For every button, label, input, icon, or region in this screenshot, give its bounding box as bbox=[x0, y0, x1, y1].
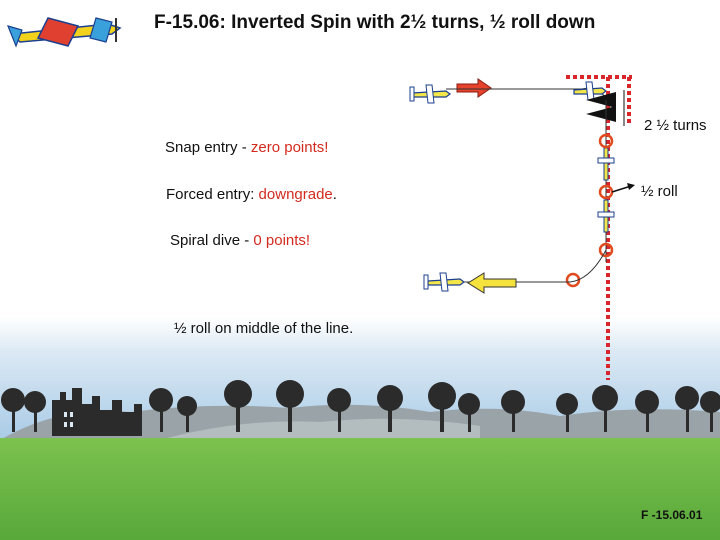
tree-silhouette-icon bbox=[377, 385, 403, 432]
tree-silhouette-icon bbox=[428, 382, 456, 432]
small-plane-icon bbox=[597, 147, 615, 181]
castle-ruin-icon bbox=[52, 388, 142, 436]
tree-silhouette-icon bbox=[177, 396, 197, 432]
snap-entry-highlight: zero points! bbox=[250, 139, 329, 156]
forced-entry-highlight: downgrade bbox=[258, 186, 333, 203]
marker-circle bbox=[598, 242, 614, 258]
tree-silhouette-icon bbox=[276, 380, 304, 432]
forced-entry-note: Forced entry: downgrade. bbox=[166, 186, 337, 203]
aerobatic-plane-icon bbox=[6, 17, 122, 48]
tree-silhouette-icon bbox=[458, 393, 480, 432]
exit-curve bbox=[432, 249, 607, 283]
spiral-dive-note: Spiral dive - 0 points! bbox=[170, 232, 310, 249]
small-plane-icon bbox=[423, 272, 465, 292]
tree-silhouette-icon bbox=[327, 388, 351, 432]
snap-entry-prefix: Snap entry - bbox=[165, 139, 251, 156]
entry-direction-arrow bbox=[456, 78, 492, 98]
marker-circle bbox=[598, 133, 614, 149]
small-plane-icon bbox=[597, 199, 615, 233]
roll-pointer bbox=[611, 185, 632, 193]
tree-silhouette-icon bbox=[501, 390, 525, 432]
tree-silhouette-icon bbox=[224, 380, 252, 432]
turns-label: 2 ½ turns bbox=[644, 117, 707, 134]
page-title: F-15.06: Inverted Spin with 2½ turns, ½ … bbox=[154, 12, 596, 33]
tree-silhouette-icon bbox=[675, 386, 699, 432]
slide-reference-id: F -15.06.01 bbox=[641, 508, 703, 522]
tree-silhouette-icon bbox=[592, 385, 618, 432]
roll-label: ½ roll bbox=[641, 183, 678, 200]
spiral-dive-prefix: Spiral dive - bbox=[170, 232, 254, 249]
tree-silhouette-icon bbox=[556, 393, 578, 432]
tree-silhouette-icon bbox=[700, 391, 720, 432]
snap-entry-note: Snap entry - zero points! bbox=[165, 139, 328, 156]
exit-direction-arrow bbox=[467, 272, 517, 294]
roll-pointer-head bbox=[627, 183, 635, 190]
tree-row bbox=[1, 380, 720, 436]
forced-entry-suffix: . bbox=[332, 186, 337, 203]
tree-silhouette-icon bbox=[24, 391, 46, 432]
tree-silhouette-icon bbox=[149, 388, 173, 432]
tree-silhouette-icon bbox=[1, 388, 25, 432]
roll-position-note: ½ roll on middle of the line. bbox=[174, 320, 354, 337]
grass-field bbox=[0, 438, 720, 540]
small-plane-icon bbox=[409, 84, 451, 104]
spin-turn-flags bbox=[586, 92, 616, 122]
forced-entry-prefix: Forced entry: bbox=[166, 186, 259, 203]
tree-silhouette-icon bbox=[635, 390, 659, 432]
spiral-dive-highlight: 0 points! bbox=[253, 232, 311, 249]
